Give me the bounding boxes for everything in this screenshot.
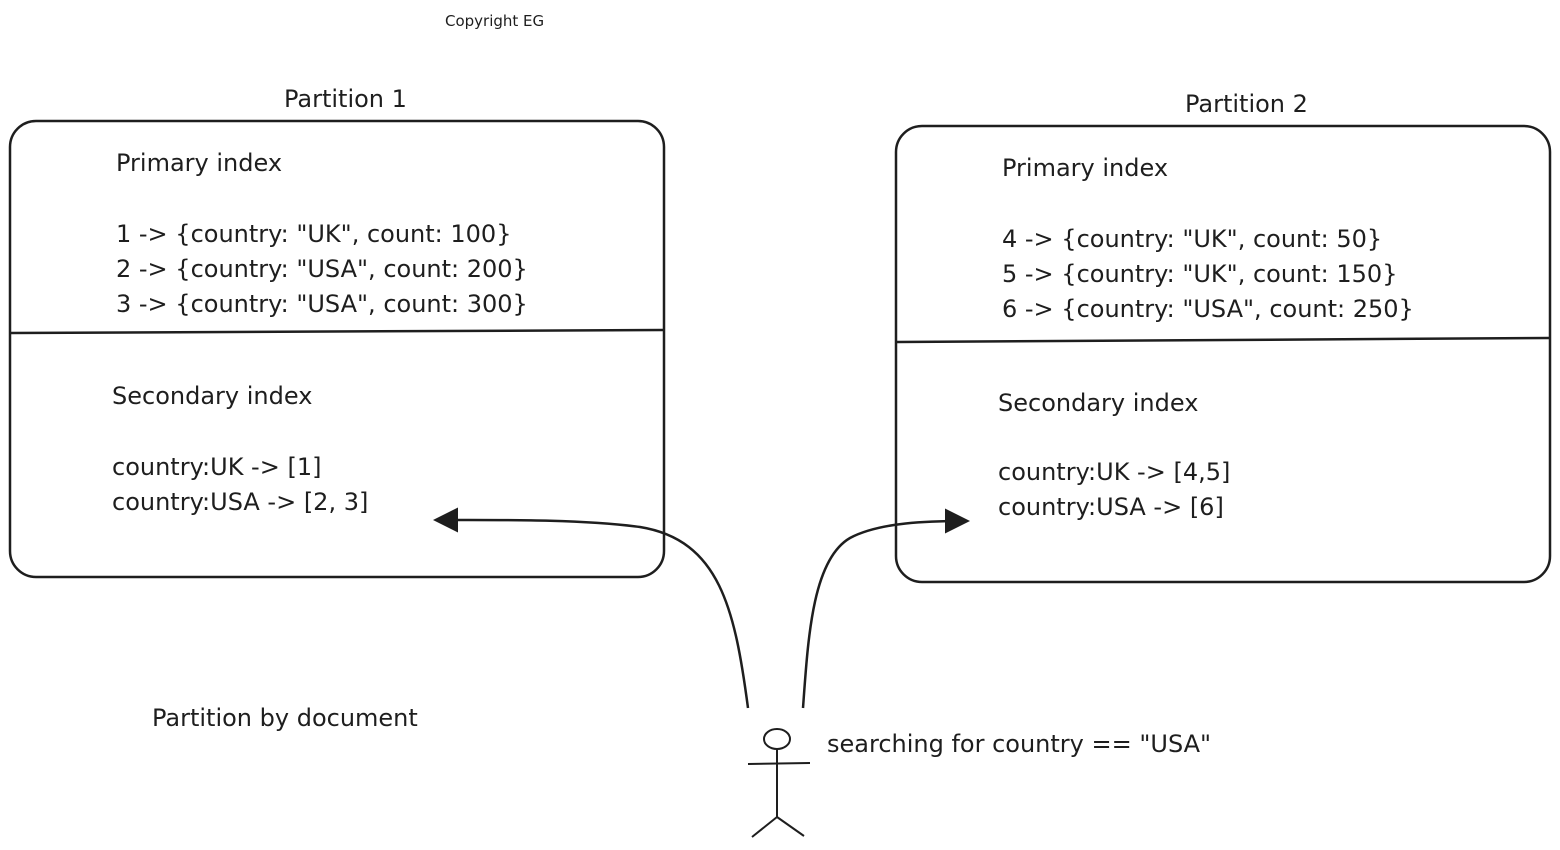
partition-1-primary-entry: 3 -> {country: "USA", count: 300} <box>116 290 528 318</box>
search-query-label: searching for country == "USA" <box>827 730 1212 758</box>
partition-2-primary-entry: 5 -> {country: "UK", count: 150} <box>1002 260 1398 288</box>
query-arrow-partition-1 <box>433 507 750 709</box>
partition-2-secondary-entry: country:USA -> [6] <box>998 493 1224 521</box>
partition-1-divider <box>10 328 664 335</box>
partition-2-secondary-entry: country:UK -> [4,5] <box>998 458 1231 486</box>
partition-1-primary-index-heading: Primary index <box>116 149 283 177</box>
partition-2-primary-entry: 6 -> {country: "USA", count: 250} <box>1002 295 1414 323</box>
partition-1-title: Partition 1 <box>284 85 407 113</box>
user-stick-figure-icon <box>747 728 811 838</box>
partition-1-primary-entry: 2 -> {country: "USA", count: 200} <box>116 255 528 283</box>
query-arrow-partition-2 <box>801 508 970 709</box>
partition-2-box <box>894 124 1552 584</box>
partition-1-box <box>8 119 666 579</box>
diagram-caption: Partition by document <box>152 704 418 732</box>
partition-1-secondary-entry: country:UK -> [1] <box>112 453 322 481</box>
partition-1-secondary-entry: country:USA -> [2, 3] <box>112 488 369 516</box>
copyright-text: Copyright EG <box>445 12 545 30</box>
partition-2-divider <box>896 336 1550 344</box>
partition-2-primary-index-heading: Primary index <box>1002 154 1169 182</box>
partition-1-primary-entry: 1 -> {country: "UK", count: 100} <box>116 220 512 248</box>
partition-1-secondary-index-heading: Secondary index <box>112 382 313 410</box>
partition-2-title: Partition 2 <box>1185 90 1308 118</box>
partition-2-primary-entry: 4 -> {country: "UK", count: 50} <box>1002 225 1383 253</box>
partition-2-secondary-index-heading: Secondary index <box>998 389 1199 417</box>
